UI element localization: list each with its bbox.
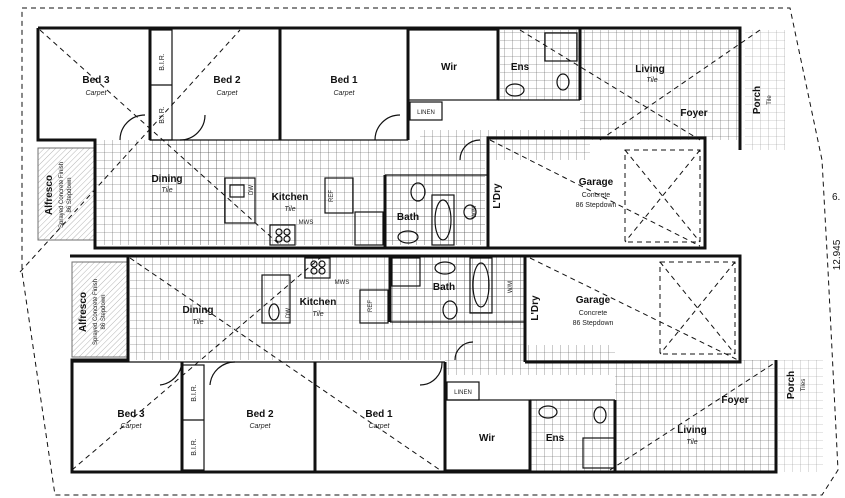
- top-bed2-floor: Carpet: [216, 90, 238, 97]
- bottom-ldry-label: L'Dry: [530, 295, 541, 321]
- bottom-bed2-label: Bed 2: [246, 409, 274, 420]
- bottom-bath-label: Bath: [433, 282, 455, 293]
- bottom-bed3-label: Bed 3: [117, 409, 145, 420]
- bottom-garage-floor: Concrete: [579, 310, 608, 317]
- top-living-tile: [580, 30, 740, 140]
- top-porch-floor: Tile: [767, 95, 773, 105]
- top-dining-floor: Tile: [161, 187, 172, 194]
- site-boundary: [21, 7, 839, 496]
- bottom-living-floor: Tile: [686, 439, 697, 446]
- bottom-wm-label: W/M: [508, 281, 514, 293]
- bottom-foyer-label: Foyer: [721, 395, 748, 406]
- top-dining-label: Dining: [151, 174, 182, 185]
- top-ldry-label: L'Dry: [492, 183, 503, 209]
- top-unit-walls: [36, 26, 742, 250]
- top-alfresco-note: 86 Stepdown: [67, 177, 73, 212]
- top-kitchen-floor: Tile: [284, 206, 295, 213]
- top-bir-1: B.I.R.: [159, 53, 166, 71]
- bottom-living-label: Living: [677, 425, 706, 436]
- top-bath-tile: [385, 175, 485, 245]
- door-swings: [119, 114, 481, 386]
- top-mws-label: MWS: [299, 220, 314, 226]
- top-porch-label: Porch: [752, 86, 763, 114]
- top-bath-label: Bath: [397, 212, 419, 223]
- top-kitchen-label: Kitchen: [272, 192, 309, 203]
- bottom-wir-label: Wir: [479, 433, 495, 444]
- top-bed2-label: Bed 2: [213, 75, 241, 86]
- top-garage-note: 86 Stepdown: [576, 202, 617, 209]
- top-ens-label: Ens: [511, 62, 530, 73]
- bottom-ens-tile: [530, 400, 615, 472]
- bottom-alfresco-label: Alfresco: [78, 292, 89, 332]
- top-foyer-label: Foyer: [680, 108, 707, 119]
- dimension-vertical-label: 12.945: [832, 239, 843, 270]
- top-linen-label: LINEN: [417, 110, 435, 116]
- bottom-mws-label: MWS: [335, 280, 350, 286]
- top-dining-tile: [95, 140, 225, 245]
- top-living-label: Living: [635, 64, 664, 75]
- bottom-dining-label: Dining: [182, 305, 213, 316]
- top-garage-label: Garage: [579, 177, 614, 188]
- diagonal-guides: [19, 29, 777, 471]
- bottom-dining-floor: Tile: [192, 319, 203, 326]
- bottom-bed2-floor: Carpet: [249, 423, 271, 430]
- top-wir-label: Wir: [441, 62, 457, 73]
- top-bed1-floor: Carpet: [333, 90, 355, 97]
- top-living-floor: Tile: [646, 77, 657, 84]
- top-alfresco-floor: Sprayed Concrete Finish: [59, 162, 65, 228]
- top-porch-area: [745, 30, 785, 150]
- top-corridor-tile: [420, 130, 590, 160]
- bottom-corridor-tile: [445, 345, 615, 375]
- bottom-ref-label: REF: [368, 300, 374, 312]
- bottom-garage-note: 86 Stepdown: [573, 320, 614, 327]
- top-wm-label: W/M: [472, 206, 478, 218]
- bottom-bir-2: B.I.R.: [191, 438, 198, 456]
- bottom-bed3-floor: Carpet: [120, 423, 142, 430]
- bottom-bath-tile: [390, 255, 525, 325]
- bottom-kitchen-label: Kitchen: [300, 297, 337, 308]
- top-bed1-label: Bed 1: [330, 75, 358, 86]
- bottom-porch-floor: Tiles: [801, 379, 807, 391]
- bottom-dw-label: DW: [286, 308, 292, 318]
- dimension-label: 6.: [832, 192, 840, 203]
- bottom-alfresco-area: [71, 261, 129, 358]
- bottom-alfresco-note: 86 Stepdown: [101, 294, 107, 329]
- bottom-living-tile: [615, 360, 775, 472]
- bottom-alfresco-floor: Sprayed Concrete Finish: [93, 279, 99, 345]
- bottom-porch-label: Porch: [786, 371, 797, 399]
- bottom-kitchen-floor: Tile: [312, 311, 323, 318]
- bottom-garage-label: Garage: [576, 295, 611, 306]
- top-dw-label: DW: [249, 185, 255, 195]
- top-garage-floor: Concrete: [582, 192, 611, 199]
- bottom-bed1-floor: Carpet: [368, 423, 390, 430]
- bottom-bed1-label: Bed 1: [365, 409, 393, 420]
- top-bed3-floor: Carpet: [85, 90, 107, 97]
- fixtures: [268, 32, 616, 469]
- bottom-porch-area: [778, 360, 823, 472]
- bottom-bir-1: B.I.R.: [191, 384, 198, 402]
- bottom-ens-label: Ens: [546, 433, 565, 444]
- bottom-unit-walls: [70, 254, 778, 474]
- bottom-linen-label: LINEN: [454, 390, 472, 396]
- top-alfresco-label: Alfresco: [44, 175, 55, 215]
- top-bir-2: B.I.R.: [159, 106, 166, 124]
- top-bed3-label: Bed 3: [82, 75, 110, 86]
- top-ref-label: REF: [329, 190, 335, 202]
